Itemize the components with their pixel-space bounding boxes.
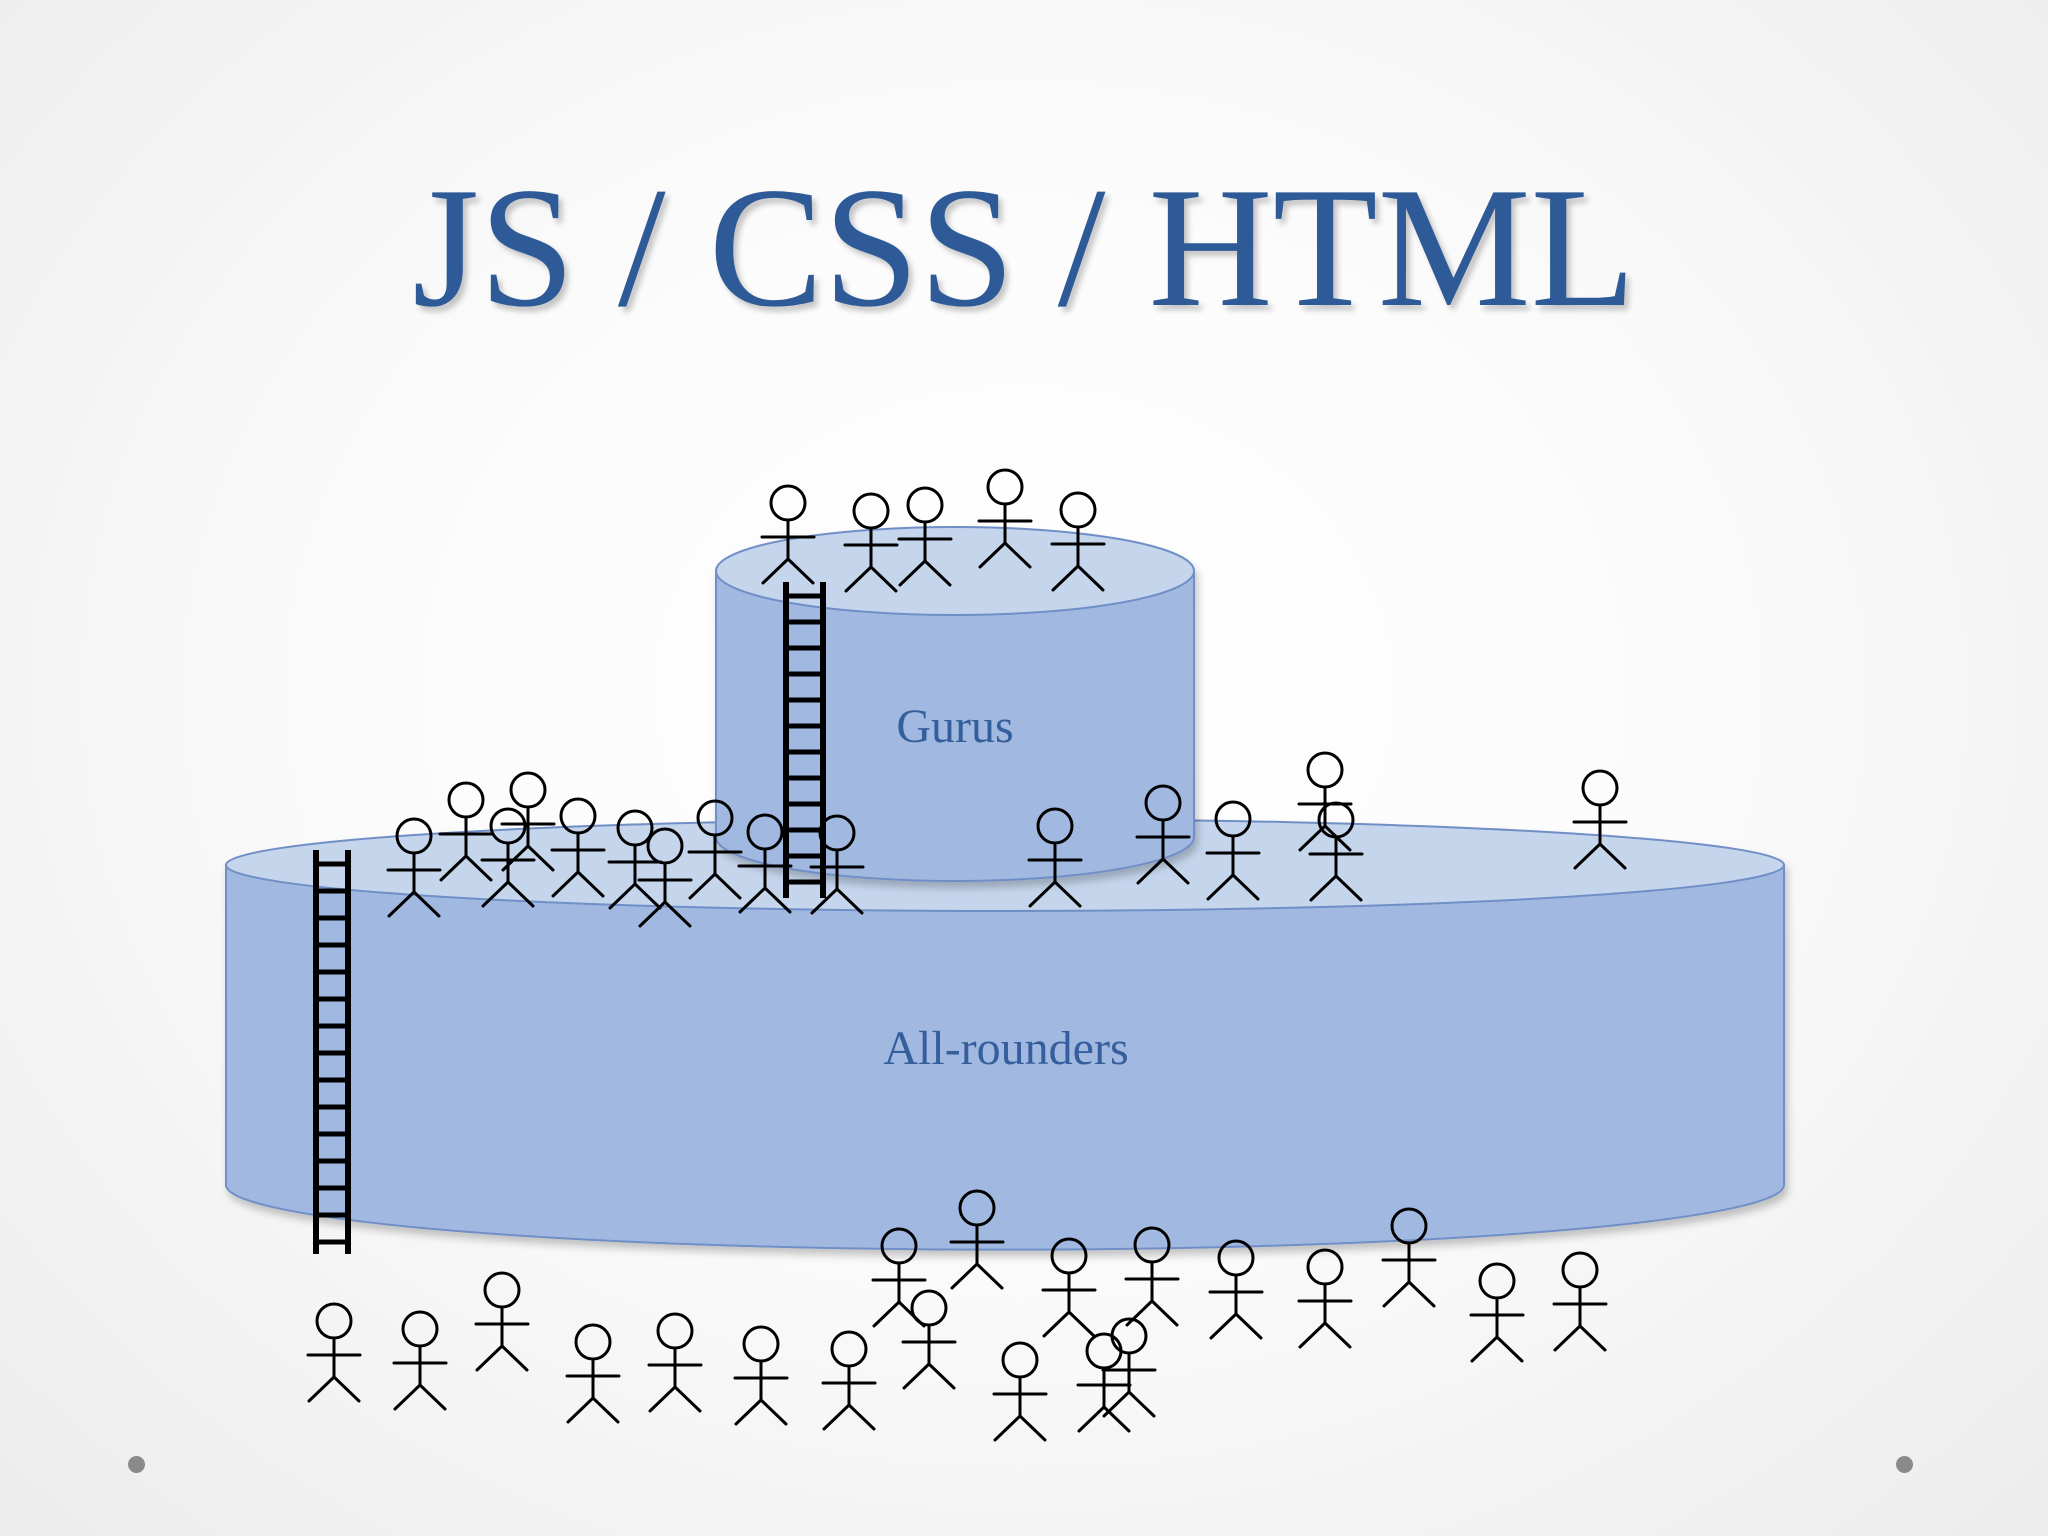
ladder-icon (313, 850, 351, 1254)
stick-figure-icon (1469, 1262, 1525, 1363)
stick-figure-icon (438, 781, 494, 882)
stick-figure-icon (992, 1341, 1048, 1442)
stick-figure-icon (1135, 784, 1191, 885)
stick-figure-icon (809, 814, 865, 915)
stick-figure-icon (607, 809, 663, 910)
stick-figure-icon (1208, 1239, 1264, 1340)
stick-figure-icon (392, 1310, 448, 1411)
stick-figure-icon (1050, 491, 1106, 592)
stick-figure-icon (565, 1323, 621, 1424)
stick-figures (306, 468, 1628, 1442)
gurus-cylinder-side (715, 570, 1195, 882)
stick-figure-icon (1552, 1251, 1608, 1352)
stick-figure-icon (760, 484, 816, 585)
stick-figure-icon (306, 1302, 362, 1403)
stick-figure-icon (480, 807, 536, 908)
stick-figure-icon (1041, 1237, 1097, 1338)
stick-figure-icon (949, 1189, 1005, 1290)
stick-figure-icon (637, 827, 693, 928)
stick-figure-icon (1308, 801, 1364, 902)
stick-figure-icon (1381, 1207, 1437, 1308)
ladder-icon (783, 582, 826, 898)
stick-figure-icon (897, 486, 953, 587)
gurus-cylinder-top (715, 526, 1195, 616)
right-corner-dot (1896, 1456, 1913, 1473)
all-rounders-label: All-rounders (883, 1022, 1128, 1075)
stick-figure-icon (474, 1271, 530, 1372)
left-corner-dot (128, 1456, 145, 1473)
stick-figure-icon (647, 1312, 703, 1413)
stick-figure-icon (1027, 807, 1083, 908)
slide-title: JS / CSS / HTML (412, 153, 1636, 343)
gurus-cylinder (715, 526, 1195, 882)
stick-figure-icon (737, 813, 793, 914)
stick-figure-icon (901, 1289, 957, 1390)
stick-figure-icon (977, 468, 1033, 569)
gurus-label: Gurus (896, 700, 1013, 753)
stick-figure-icon (1205, 800, 1261, 901)
ladders (313, 582, 826, 1254)
stick-figure-icon (821, 1330, 877, 1431)
stick-figure-icon (1124, 1226, 1180, 1327)
stick-figure-icon (550, 797, 606, 898)
stick-figure-icon (843, 492, 899, 593)
stick-figure-icon (733, 1325, 789, 1426)
stick-figure-icon (1101, 1317, 1157, 1418)
stick-figure-icon (1297, 1248, 1353, 1349)
stick-figure-icon (1572, 769, 1628, 870)
stick-figure-icon (687, 799, 743, 900)
stick-figure-icon (386, 817, 442, 918)
